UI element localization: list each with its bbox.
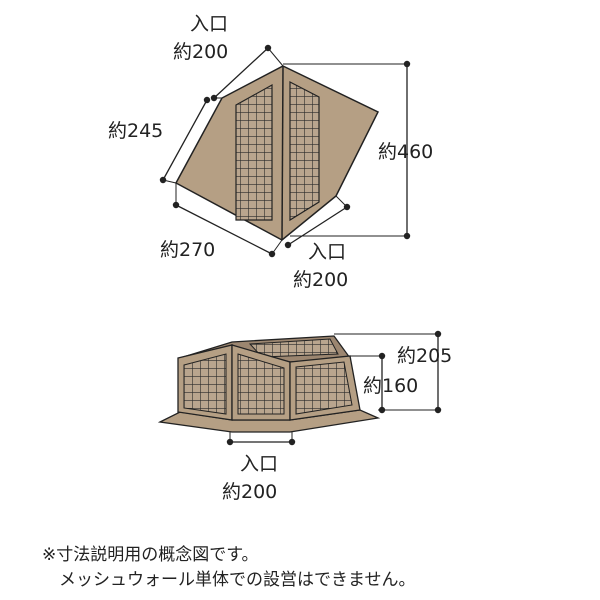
label-entrance-side: 入口 — [240, 453, 278, 475]
label-entrance-top: 入口 — [190, 13, 228, 35]
dim-line-entrance-bottom — [287, 206, 348, 246]
label-side-left-dim: 約245 — [108, 120, 163, 142]
dim-line-side-left — [162, 99, 208, 181]
dim-line-entrance-top — [213, 47, 269, 99]
top-view-mesh-right — [289, 81, 320, 222]
side-view-mesh-right — [295, 361, 353, 415]
side-view: 約205 約160 入口 約200 — [157, 330, 452, 503]
label-entrance-top-dim: 約200 — [173, 41, 228, 63]
dim-dot — [210, 94, 218, 102]
label-depth-dim: 約460 — [378, 141, 433, 163]
top-view-mesh-left — [235, 83, 273, 221]
top-view-floor — [174, 65, 380, 241]
note-line-2: メッシュウォール単体での設営はできません。 — [42, 570, 416, 590]
label-height-wall-dim: 約160 — [363, 375, 418, 397]
label-height-max-dim: 約205 — [397, 345, 452, 367]
side-view-mesh-center — [237, 353, 285, 415]
label-entrance-bottom-dim: 約200 — [293, 269, 348, 291]
top-view: 入口 約200 約245 約460 約270 入口 約200 — [108, 13, 433, 291]
top-view-seam — [281, 65, 284, 241]
dim-line-bottom — [175, 204, 273, 255]
side-view-mesh-left — [183, 353, 227, 415]
dim-dot — [264, 44, 272, 52]
label-entrance-side-dim: 約200 — [222, 481, 277, 503]
note-line-1: ※寸法説明用の概念図です。 — [42, 545, 259, 565]
label-bottom-dim: 約270 — [160, 239, 215, 261]
label-entrance-bottom: 入口 — [308, 241, 346, 263]
